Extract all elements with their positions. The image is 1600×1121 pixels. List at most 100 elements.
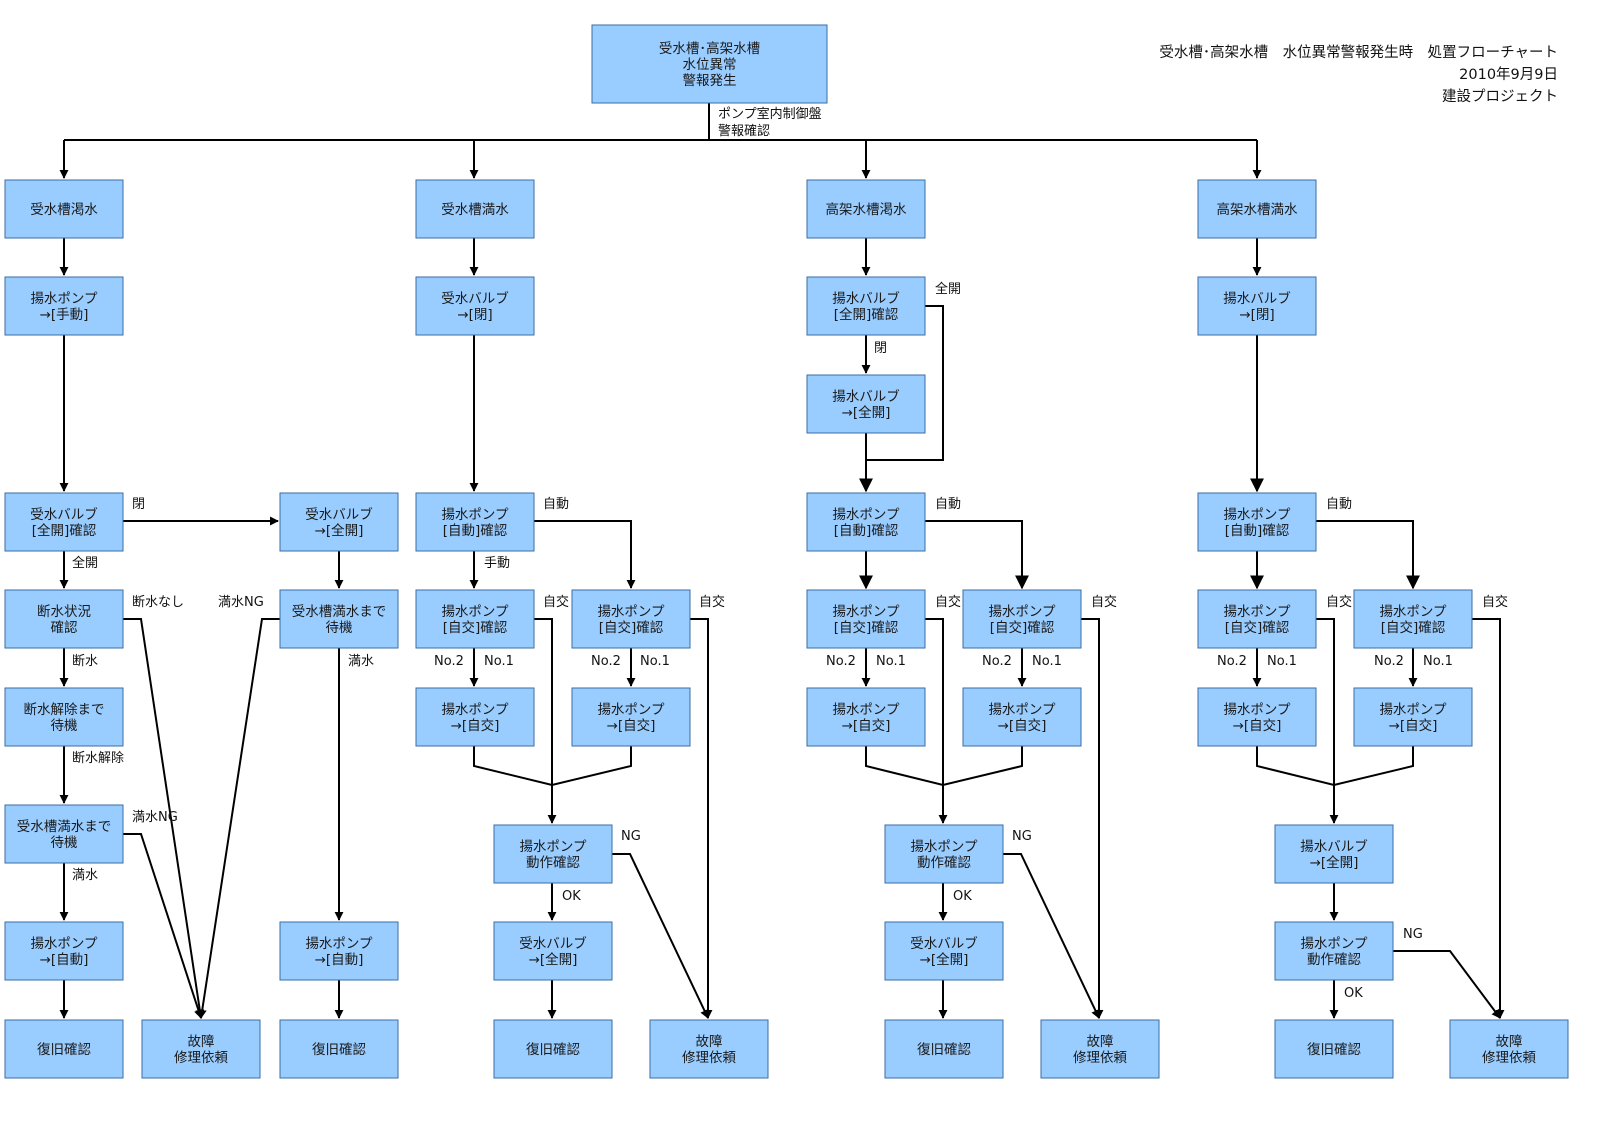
connector-lines — [59, 103, 1505, 1019]
box-rect — [571, 687, 691, 747]
label-c3-alt-r: 自交 — [1091, 594, 1117, 610]
label-c1-full-b: 満水 — [348, 654, 374, 669]
label-c1-outage-cleared: 断水解除 — [72, 751, 124, 766]
box-text: 揚水バルブ — [832, 290, 900, 307]
box-text: →[全開] — [529, 951, 578, 968]
box-text: [全開]確認 — [834, 306, 899, 323]
label-c3-no2-l: No.2 — [826, 654, 856, 669]
chart-date: 2010年9月9日 — [1459, 67, 1558, 83]
label-c3-no1-l: No.1 — [876, 654, 906, 669]
box-c4-valve-open: 揚水バルブ→[全開] — [1274, 824, 1394, 884]
box-c2-valve-open: 受水バルブ→[全開] — [493, 921, 613, 981]
label-c2-auto: 自動 — [543, 497, 569, 512]
label-c4-ng: NG — [1403, 927, 1423, 942]
box-text: 修理依頼 — [174, 1050, 228, 1066]
label-c1-outage: 断水 — [72, 654, 98, 669]
connector-line — [1081, 618, 1104, 1019]
box-text: 確認 — [51, 620, 78, 636]
box-c3-valve-open: 揚水バルブ→[全開] — [806, 374, 926, 434]
label-c2-manual: 手動 — [484, 556, 510, 571]
box-rect — [493, 1019, 613, 1079]
label-c4-no1-l: No.1 — [1267, 654, 1297, 669]
box-c1-recover-b: 復旧確認 — [279, 1019, 399, 1079]
box-rect — [279, 492, 399, 552]
box-text: 揚水ポンプ — [988, 603, 1056, 620]
box-text: 高架水槽満水 — [1217, 201, 1298, 218]
box-c1-recover: 復旧確認 — [4, 1019, 124, 1079]
label-c3-auto: 自動 — [935, 497, 961, 512]
connector-line — [533, 520, 636, 589]
connector-line — [1316, 520, 1420, 590]
box-text: →[全開] — [920, 951, 969, 968]
box-rect — [1197, 687, 1317, 747]
box-text: 揚水バルブ — [832, 388, 900, 405]
box-text: [自交]確認 — [443, 619, 508, 636]
box-text: 受水バルブ — [441, 290, 509, 307]
box-c4-alt-set-r: 揚水ポンプ→[自交] — [1353, 687, 1473, 747]
box-rect — [279, 1019, 399, 1079]
box-rect — [806, 374, 926, 434]
box-text: [全開]確認 — [32, 522, 97, 539]
label-c2-ng: NG — [621, 829, 641, 844]
box-text: 復旧確認 — [917, 1041, 971, 1058]
box-text: 復旧確認 — [526, 1041, 580, 1058]
box-c2-alt-check-r: 揚水ポンプ[自交]確認 — [571, 589, 691, 649]
label-c1-full-ng-top: 満水NG — [218, 595, 264, 610]
box-text: →[自動] — [315, 952, 364, 968]
box-text: 揚水ポンプ — [1379, 603, 1447, 620]
box-text: →[全開] — [842, 404, 891, 421]
box-text: 揚水ポンプ — [832, 506, 900, 523]
box-c3-recover: 復旧確認 — [884, 1019, 1004, 1079]
box-rect — [884, 921, 1004, 981]
box-text: →[自交] — [998, 717, 1047, 734]
box-text: 待機 — [51, 835, 78, 851]
box-text: 修理依頼 — [1073, 1050, 1127, 1066]
chart-organization: 建設プロジェクト — [1442, 89, 1558, 105]
label-c3-no2-r: No.2 — [982, 654, 1012, 669]
label-root-note: ポンプ室内制御盤 — [718, 106, 822, 122]
label-c2-ok: OK — [562, 889, 581, 904]
box-rect — [415, 687, 535, 747]
box-text: 動作確認 — [526, 855, 580, 871]
box-c2-alt-check-l: 揚水ポンプ[自交]確認 — [415, 589, 535, 649]
box-text: 復旧確認 — [37, 1041, 91, 1058]
box-rect — [962, 589, 1082, 649]
box-rect — [415, 276, 535, 336]
box-c2-alt-set-r: 揚水ポンプ→[自交] — [571, 687, 691, 747]
box-rect — [884, 824, 1004, 884]
label-c2-no1-l: No.1 — [484, 654, 514, 669]
box-text: [自動]確認 — [834, 523, 899, 539]
box-text: →[手動] — [40, 307, 89, 323]
box-text: 揚水バルブ — [1300, 838, 1368, 855]
box-rect — [4, 804, 124, 864]
box-text: 受水槽渇水 — [30, 202, 98, 218]
box-text: 揚水ポンプ — [597, 701, 665, 718]
box-text: 受水バルブ — [519, 935, 587, 952]
box-rect — [4, 921, 124, 981]
box-text: 受水バルブ — [910, 935, 978, 952]
box-rect — [493, 921, 613, 981]
connector-line — [1002, 853, 1100, 1019]
box-text: 修理依頼 — [1482, 1050, 1536, 1066]
box-rect — [1197, 492, 1317, 552]
box-rect — [1040, 1019, 1160, 1079]
chart-header: 受水槽･高架水槽 水位異常警報発生時 処置フローチャート 2010年9月9日 建… — [1159, 42, 1558, 108]
box-text: 待機 — [51, 718, 78, 734]
label-c4-alt-l: 自交 — [1326, 594, 1352, 610]
label-c2-no2-l: No.2 — [434, 654, 464, 669]
box-text: [自交]確認 — [834, 619, 899, 636]
box-text: 水位異常 — [683, 57, 737, 73]
box-c2-recover: 復旧確認 — [493, 1019, 613, 1079]
box-rect — [806, 276, 926, 336]
label-c1-full-open: 全開 — [72, 555, 98, 571]
box-text: 揚水ポンプ — [305, 935, 373, 952]
box-c1-head: 受水槽渇水 — [4, 179, 124, 239]
box-text: →[自交] — [451, 717, 500, 734]
box-c3-alt-check-l: 揚水ポンプ[自交]確認 — [806, 589, 926, 649]
box-text: 復旧確認 — [312, 1041, 366, 1058]
label-c4-no1-r: No.1 — [1423, 654, 1453, 669]
